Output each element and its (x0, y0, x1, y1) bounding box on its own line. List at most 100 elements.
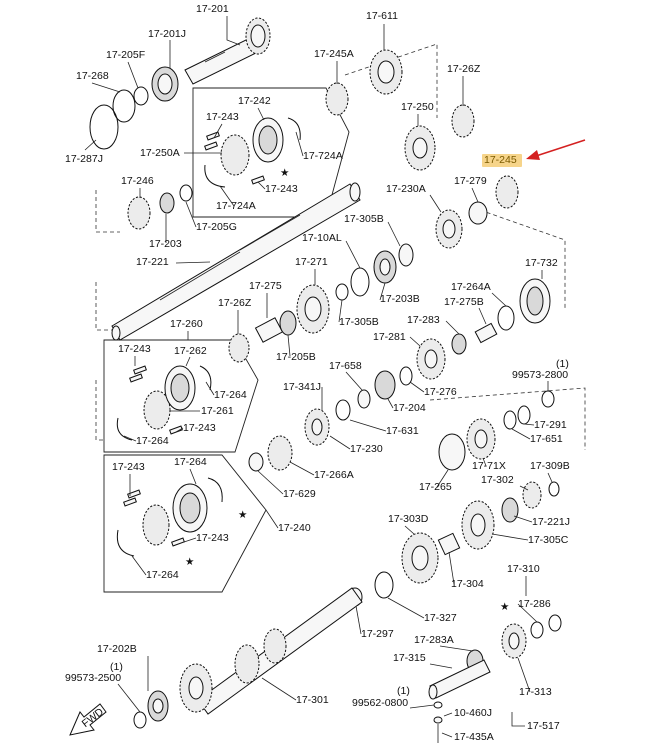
part-label-17-260: 17-260 (170, 318, 203, 330)
sleeve-17-275b (474, 322, 498, 344)
part-label-17-283: 17-283 (407, 314, 440, 326)
input-shaft-17-201 (184, 17, 271, 85)
part-label-17-305b: 17-305B (339, 316, 379, 328)
part-label-17-240: 17-240 (278, 522, 311, 534)
part-label-17-732: 17-732 (525, 257, 558, 269)
spring-17-724a-top (287, 117, 301, 141)
part-label-17-246: 17-246 (121, 175, 154, 187)
part-label-17-243: 17-243 (206, 111, 239, 123)
ring-17-26z-top (451, 104, 475, 138)
spring-17-264-c (207, 477, 223, 503)
key-17-243-f (169, 425, 183, 435)
part-label-17-10al: 17-10AL (302, 232, 342, 244)
group-box-17-250a (192, 87, 350, 218)
shaft-17-315 (428, 659, 491, 700)
dashed-frame-mid (95, 282, 112, 331)
ring-17-310 (548, 614, 562, 632)
part-label-17-287j: 17-287J (65, 153, 103, 165)
part-label-17-309b: 17-309B (530, 460, 570, 472)
dashed-frame-right (479, 209, 566, 310)
fwd-arrow-icon: FWD (69, 703, 107, 736)
ring-17-276 (399, 366, 413, 386)
part-label-17-658: 17-658 (329, 360, 362, 372)
ring-17-658 (357, 389, 371, 409)
key-17-243-a (204, 141, 218, 151)
part-label-17-266a: 17-266A (314, 469, 354, 481)
part-label-17-203: 17-203 (149, 238, 182, 250)
star-symbol-3: ★ (185, 556, 195, 568)
bearing-17-283 (451, 333, 467, 355)
ring-17-327 (374, 571, 394, 599)
part-label-17-243: 17-243 (196, 532, 229, 544)
snap-ring-17-631 (335, 399, 351, 421)
part-label-17-303d: 17-303D (388, 513, 429, 525)
spring-17-724a-bottom (204, 164, 226, 188)
star-symbol-4: ★ (500, 601, 510, 613)
part-label-17-651: 17-651 (530, 433, 563, 445)
part-label-99573-2800: 99573-2800 (512, 369, 568, 381)
part-label-17-243: 17-243 (118, 343, 151, 355)
part-label-99562-0800: 99562-0800 (352, 697, 408, 709)
part-label-17-205b: 17-205B (276, 351, 316, 363)
part-label-17-276: 17-276 (424, 386, 457, 398)
leader-lines (84, 16, 553, 738)
key-17-243-h (127, 489, 141, 499)
sleeve-17-279 (468, 201, 488, 225)
hub-17-261 (143, 390, 171, 430)
part-label-17-310: 17-310 (507, 563, 540, 575)
ring-17-264a (497, 305, 515, 331)
part-label-17-304: 17-304 (451, 578, 484, 590)
ring-17-205g (179, 184, 193, 202)
part-label-17-341j: 17-341J (283, 381, 321, 393)
washer-99573-2800 (541, 390, 555, 408)
part-label-17-283a: 17-283A (414, 634, 454, 646)
group-box-17-260 (103, 339, 259, 453)
part-label-17-265: 17-265 (419, 481, 452, 493)
ring-17-266a (267, 435, 293, 471)
ring-17-309b (548, 481, 560, 497)
nut-17-629 (248, 452, 264, 472)
dashed-frame-lower (95, 380, 104, 441)
part-label-17-261: 17-261 (201, 405, 234, 417)
part-label-17-327: 17-327 (424, 612, 457, 624)
part-label-17-243: 17-243 (183, 422, 216, 434)
star-symbol-1: ★ (280, 167, 290, 179)
part-label-17-242: 17-242 (238, 95, 271, 107)
part-label-17-221: 17-221 (136, 256, 169, 268)
part-label-17-631: 17-631 (386, 425, 419, 437)
part-label-17-243: 17-243 (112, 461, 145, 473)
gear-17-265 (438, 433, 466, 471)
part-label-17-205f: 17-205F (106, 49, 145, 61)
part-label-17-268: 17-268 (76, 70, 109, 82)
bearing-17-203 (159, 192, 175, 214)
part-label--1-: (1) (397, 685, 410, 697)
part-label-17-264: 17-264 (174, 456, 207, 468)
part-label-17-201j: 17-201J (148, 28, 186, 40)
part-label-17-286: 17-286 (518, 598, 551, 610)
snap-ring-17-205f (133, 86, 149, 106)
washer-99573-2500 (133, 711, 147, 729)
spring-17-264-d (116, 529, 135, 557)
countershaft-17-301 (179, 587, 363, 715)
part-label-17-250a: 17-250A (140, 147, 180, 159)
part-label-17-305b: 17-305B (344, 213, 384, 225)
part-label-17-201: 17-201 (196, 3, 229, 15)
part-label-17-245: 17-245 (484, 154, 517, 166)
hub-17-240 (142, 504, 170, 546)
spring-17-264-top (199, 365, 212, 391)
ring-17-245a (325, 82, 349, 116)
part-label-17-205g: 17-205G (196, 221, 237, 233)
part-label-17-203b: 17-203B (380, 293, 420, 305)
bearing-17-205b (279, 310, 297, 336)
part-label-17-245a: 17-245A (314, 48, 354, 60)
ring-17-245 (495, 175, 519, 209)
red-arrow-head (526, 150, 540, 160)
part-label-17-264a: 17-264A (451, 281, 491, 293)
part-label-17-297: 17-297 (361, 628, 394, 640)
part-label-17-724a: 17-724A (216, 200, 256, 212)
bearing-17-204 (374, 370, 396, 400)
sleeve-17-275 (254, 317, 284, 343)
star-symbol-2: ★ (238, 509, 248, 521)
key-17-243-b (206, 131, 220, 141)
